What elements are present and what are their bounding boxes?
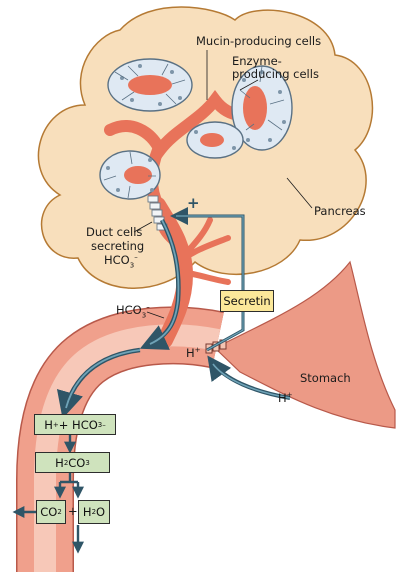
- stomach: [213, 260, 396, 429]
- secretin-box: Secretin: [220, 290, 274, 312]
- stimulation-plus-sign: +: [187, 194, 200, 212]
- duct-cells-label-line3: HCO3–: [104, 253, 138, 270]
- h-ion-duodenum-label: H+: [186, 346, 201, 360]
- pancreas-label: Pancreas: [314, 204, 366, 218]
- enzyme-cells-label-line2: producing cells: [232, 67, 319, 81]
- hco3-leader: [146, 311, 165, 319]
- reaction-arrows: [12, 434, 84, 554]
- reaction-plus-sign: +: [68, 504, 78, 518]
- pancreas-leader: [286, 177, 313, 209]
- enzyme-leader: [239, 79, 259, 91]
- enzyme-cells-label-line1: Enzyme-: [232, 54, 282, 68]
- duct-cells: [147, 195, 168, 231]
- stomach-label: Stomach: [300, 371, 351, 385]
- h-ion-stomach-label: H+: [278, 391, 293, 405]
- hco3-label: HCO3–: [116, 303, 150, 320]
- duct-cells-label-line1: Duct cells: [86, 225, 143, 239]
- mucin-cells-label: Mucin-producing cells: [196, 34, 322, 48]
- duct-cells-label-line2: secreting: [91, 239, 145, 253]
